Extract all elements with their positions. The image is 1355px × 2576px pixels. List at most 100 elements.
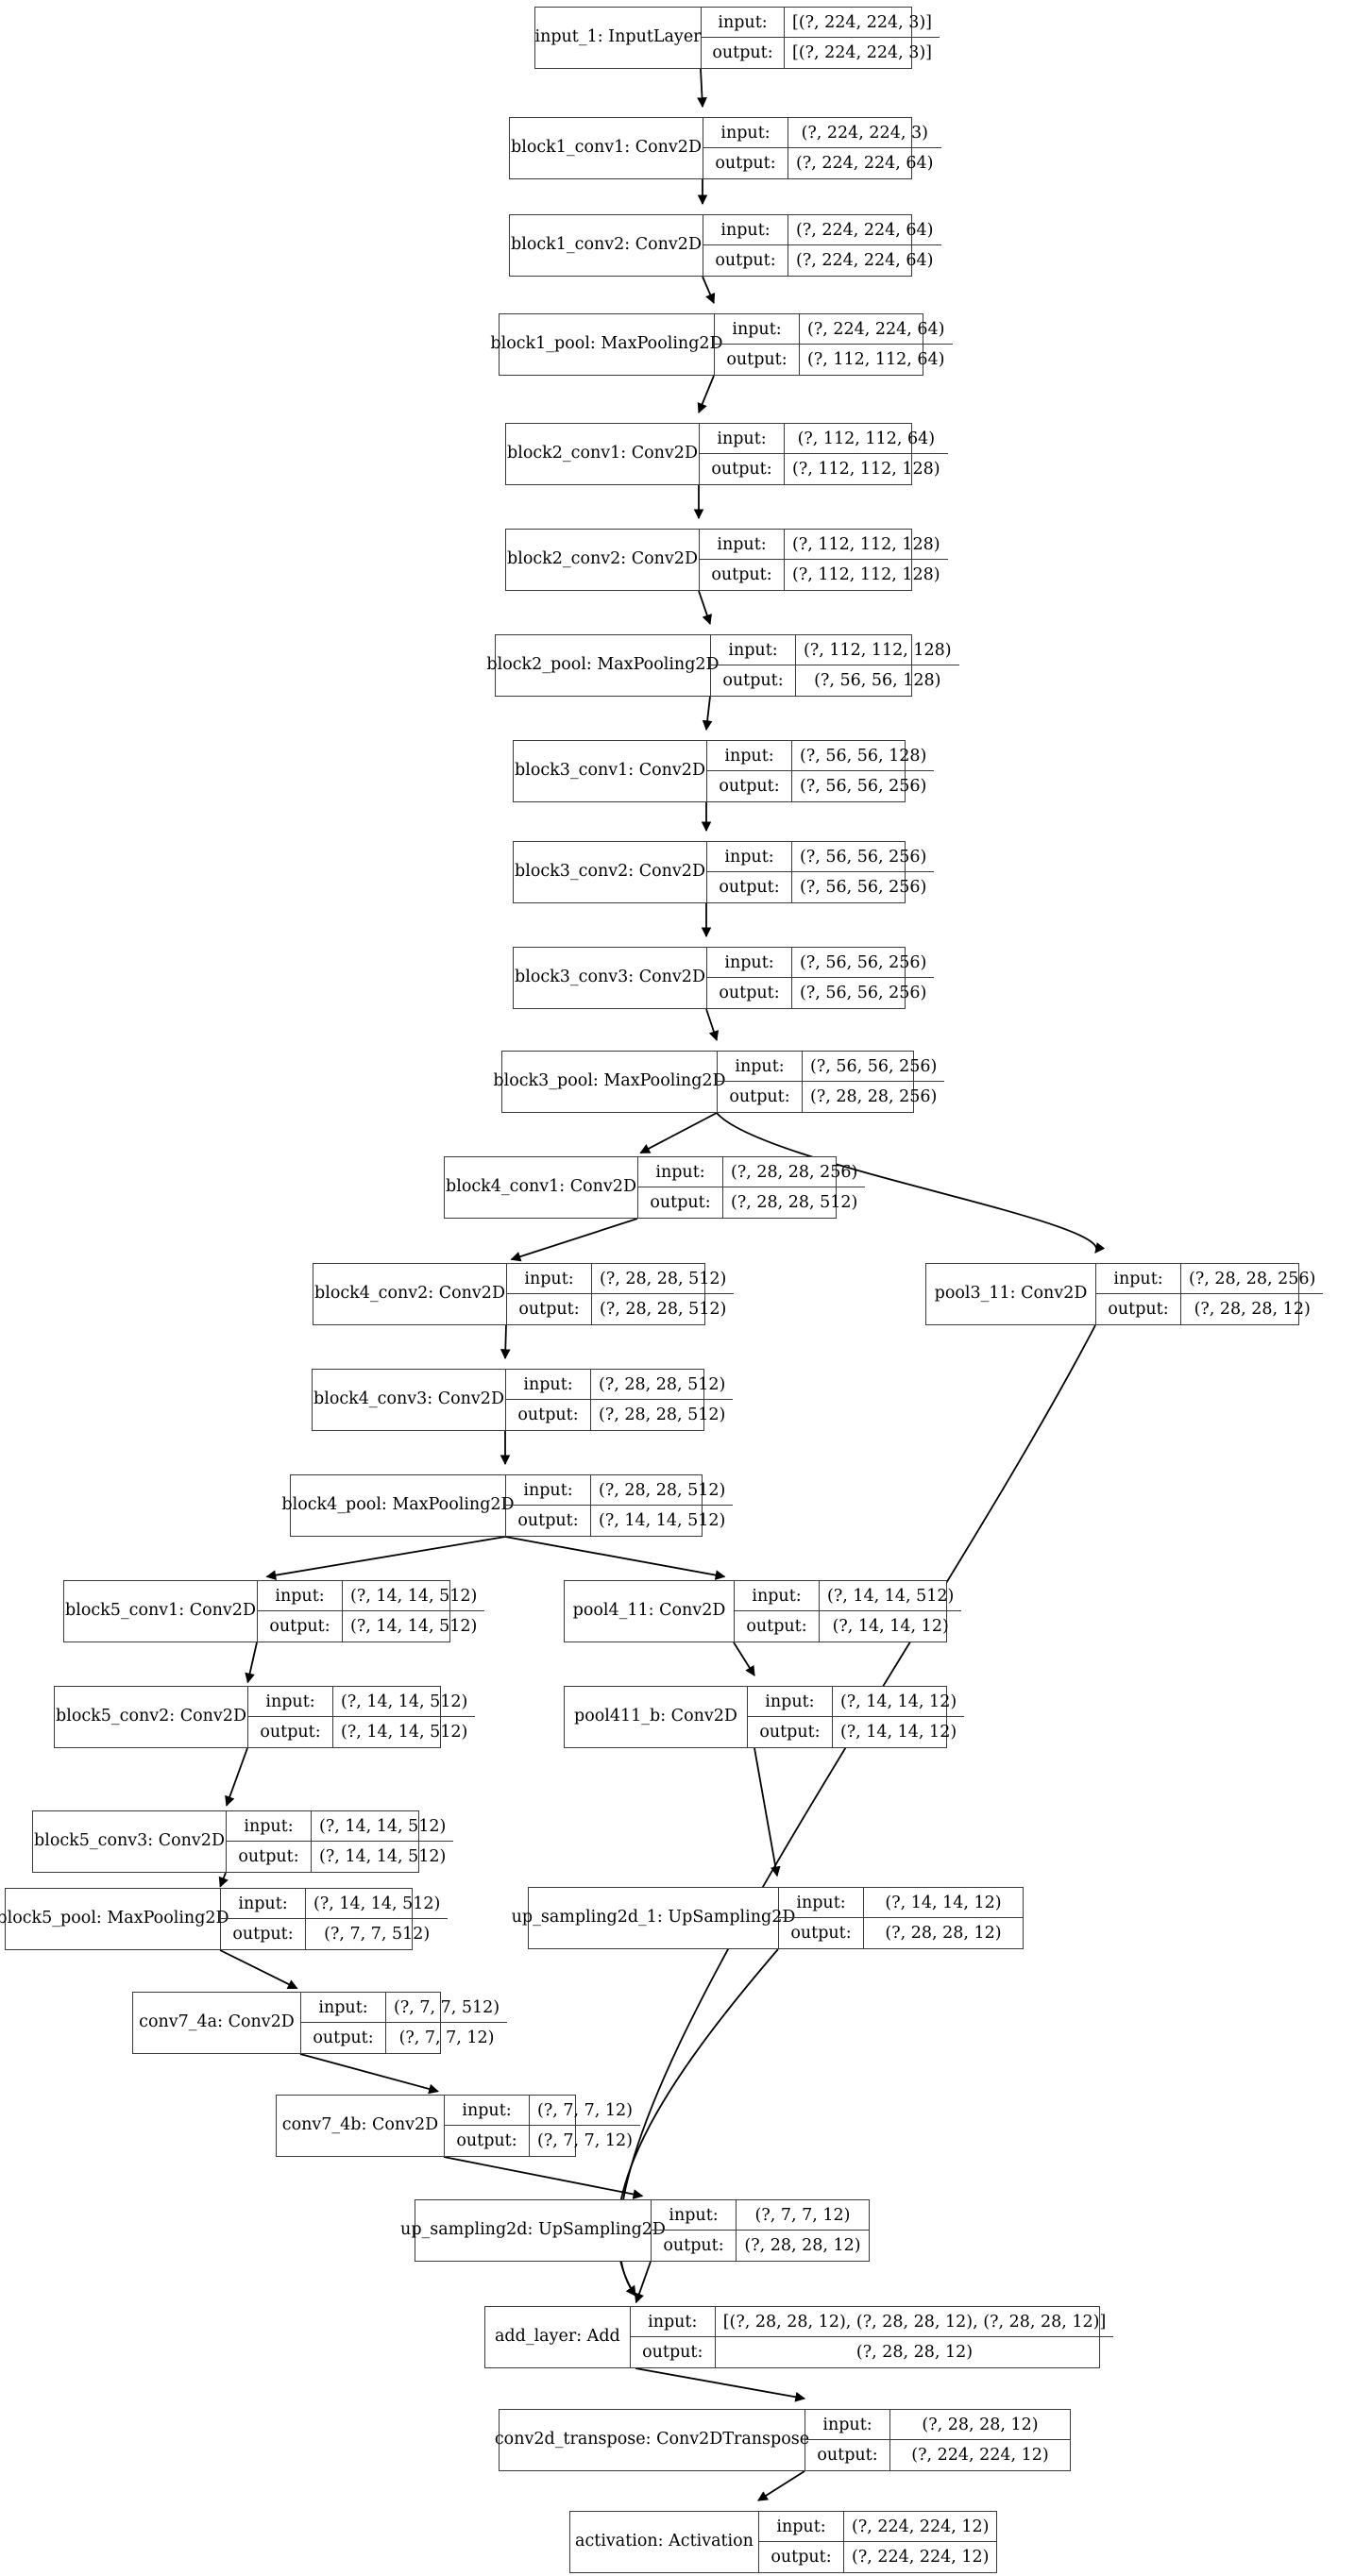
input-shape-value: (?, 224, 224, 12) [852, 2517, 990, 2536]
layer-node-io-table: input:(?, 14, 14, 512)output:(?, 14, 14,… [735, 1581, 962, 1642]
edge-conv2d_transpose-to-activation [757, 2470, 805, 2501]
edge-block1_conv2-to-block1_pool [702, 276, 716, 304]
layer-node-io-table: input:(?, 224, 224, 12)output:(?, 224, 2… [759, 2512, 997, 2572]
edge-block3_conv3-to-block3_pool [705, 1008, 720, 1042]
layer-node-title: block5_conv3: Conv2D [33, 1811, 227, 1872]
output-shape-value: (?, 224, 224, 12) [852, 2548, 990, 2567]
input-shape-value: (?, 14, 14, 512) [313, 1894, 441, 1913]
output-label: output: [759, 2542, 844, 2572]
input-label: input: [700, 530, 785, 559]
layer-node-title: block1_conv1: Conv2D [510, 118, 703, 178]
edge-block1_pool-to-block2_conv1 [697, 375, 715, 413]
layer-node-output-row: output:(?, 224, 224, 64) [703, 148, 941, 178]
layer-node-title: block5_conv2: Conv2D [55, 1687, 248, 1747]
input-label: input: [702, 8, 785, 37]
output-label: output: [652, 2231, 737, 2261]
layer-node-output-row: output:(?, 7, 7, 12) [301, 2023, 507, 2053]
input-shape-value: (?, 224, 224, 64) [807, 319, 945, 339]
layer-node-title: block4_conv1: Conv2D [445, 1157, 638, 1218]
layer-node-title: pool3_11: Conv2D [926, 1264, 1096, 1324]
edge-block5_conv3-to-block5_pool [218, 1872, 229, 1888]
layer-node-io-table: input:(?, 28, 28, 256)output:(?, 28, 28,… [1096, 1264, 1324, 1324]
output-label: output: [735, 1611, 820, 1642]
input-label: input: [221, 1889, 306, 1918]
layer-node-io-table: input:(?, 28, 28, 512)output:(?, 28, 28,… [506, 1370, 734, 1430]
output-label: output: [748, 1717, 833, 1747]
input-shape-value: (?, 112, 112, 128) [792, 534, 940, 554]
layer-node-io-table: input:(?, 28, 28, 256)output:(?, 28, 28,… [638, 1157, 866, 1218]
layer-node-input-row: input: (?, 112, 112, 128) [700, 530, 948, 560]
layer-node-title: block4_pool: MaxPooling2D [281, 1475, 515, 1536]
layer-node-title: pool4_11: Conv2D [565, 1581, 735, 1642]
input-shape-value: [(?, 28, 28, 12), (?, 28, 28, 12), (?, 2… [722, 2312, 1107, 2332]
layer-node-title: activation: Activation [570, 2512, 759, 2572]
input-shape-value: (?, 14, 14, 12) [885, 1893, 1002, 1912]
layer-node-title: add_layer: Add [485, 2307, 631, 2367]
output-shape-value: (?, 56, 56, 256) [800, 878, 927, 897]
input-label: input: [301, 1993, 386, 2022]
layer-node-input-row: input:(?, 112, 112, 128) [711, 635, 959, 665]
output-shape-value: (?, 28, 28, 512) [731, 1193, 858, 1212]
input-shape-value: (?, 56, 56, 256) [800, 952, 927, 972]
output-label: output: [248, 1717, 333, 1747]
input-shape-value: (?, 56, 56, 256) [800, 847, 927, 867]
output-label: output: [779, 1918, 864, 1948]
layer-node-output-row: output:(?, 7, 7, 512) [221, 1919, 448, 1949]
input-label: input: [445, 2096, 530, 2125]
output-shape-value: (?, 112, 112, 128) [792, 460, 940, 479]
output-shape-value: (?, 56, 56, 256) [800, 777, 927, 796]
output-label: output: [707, 872, 792, 902]
layer-node-io-table: input:(?, 7, 7, 12)output:(?, 7, 7, 12) [445, 2096, 640, 2156]
input-label: input: [227, 1811, 312, 1841]
layer-node-title: block5_pool: MaxPooling2D [0, 1889, 229, 1949]
layer-node-title: block2_conv2: Conv2D [506, 530, 700, 590]
layer-node-io-table: input:(?, 56, 56, 256)output:(?, 56, 56,… [707, 842, 935, 902]
layer-node-output-row: output: (?, 56, 56, 256) [707, 872, 934, 902]
layer-node-input-row: input:(?, 28, 28, 512) [507, 1264, 735, 1294]
input-shape-value: (?, 28, 28, 256) [731, 1162, 858, 1182]
input-label: input: [1096, 1264, 1181, 1293]
input-label: input: [707, 948, 792, 977]
input-label: input: [703, 118, 788, 147]
input-shape-value: (?, 28, 28, 512) [599, 1374, 726, 1394]
layer-node-title: input_1: InputLayer [534, 8, 702, 68]
input-label: input: [707, 741, 792, 770]
output-shape-value: (?, 7, 7, 12) [537, 2131, 633, 2150]
layer-node-input-row: input: (?, 56, 56, 256) [707, 948, 935, 978]
input-shape-value: (?, 112, 112, 128) [804, 640, 952, 660]
input-label: input: [248, 1687, 333, 1716]
layer-node-output-row: output:(?, 56, 56, 256) [707, 771, 934, 801]
input-shape-value: (?, 28, 28, 512) [600, 1269, 727, 1288]
input-shape-value: (?, 7, 7, 12) [537, 2100, 633, 2120]
layer-node-input-row: input:(?, 7, 7, 512) [301, 1993, 508, 2023]
